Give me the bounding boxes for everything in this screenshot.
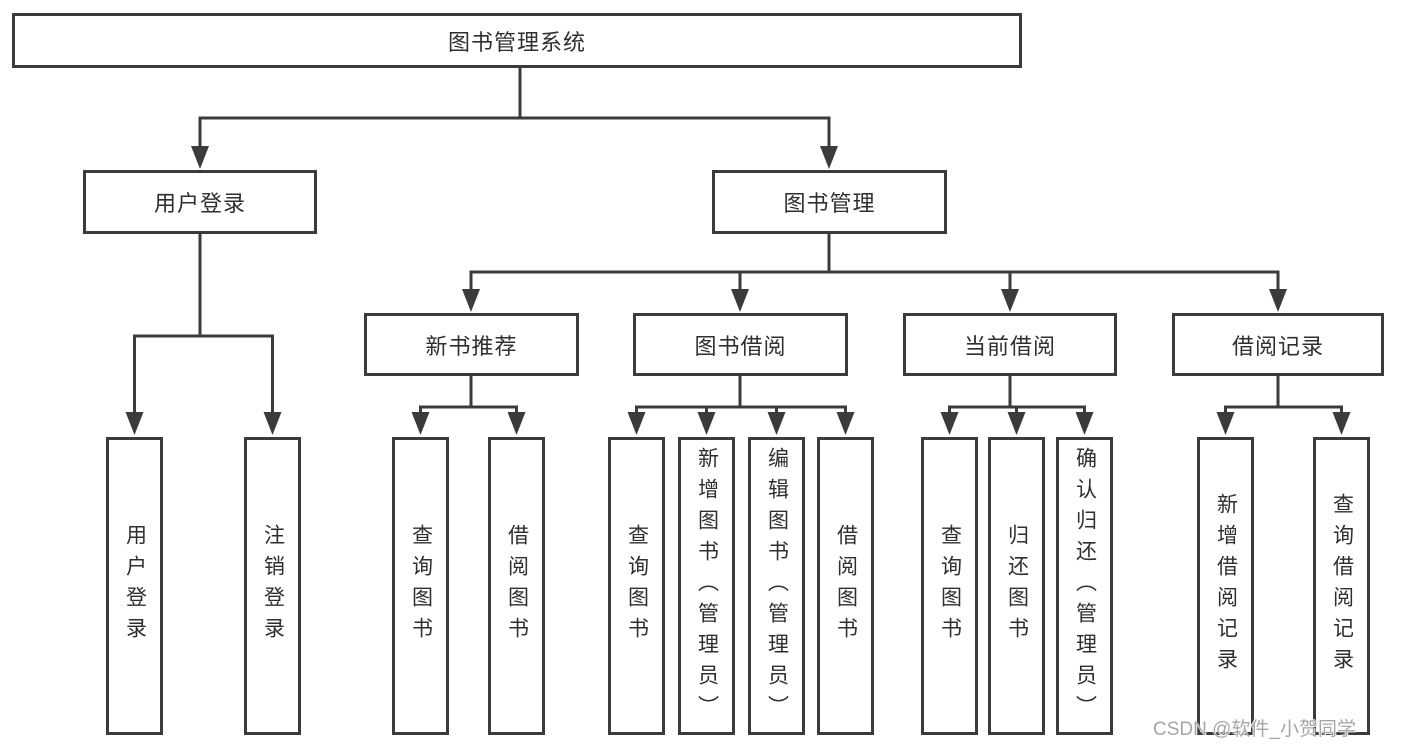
leaf-query-books-current-label: 查询图书: [938, 524, 962, 648]
node-library-system-label: 图书管理系统: [447, 29, 586, 55]
leaf-return-books-label: 归还图书: [1005, 524, 1029, 648]
leaf-user-login-label: 用户登录: [123, 524, 147, 648]
leaf-add-borrow-record-label: 新增借阅记录: [1214, 493, 1238, 679]
node-book-management: 图书管理: [712, 170, 947, 234]
leaf-return-books: 归还图书: [988, 437, 1045, 735]
leaf-add-book-admin: 新增图书（管理员）: [678, 437, 735, 735]
node-book-management-label: 图书管理: [783, 191, 876, 216]
node-book-borrowing-label: 图书借阅: [694, 333, 787, 359]
leaf-logout-label: 注销登录: [261, 524, 285, 648]
leaf-user-login: 用户登录: [106, 437, 163, 735]
node-user-login-label: 用户登录: [153, 191, 246, 216]
node-user-login: 用户登录: [83, 170, 317, 234]
leaf-edit-book-admin: 编辑图书（管理员）: [748, 437, 805, 735]
leaf-query-books-recommend-label: 查询图书: [409, 524, 433, 648]
node-borrowing-records: 借阅记录: [1172, 313, 1384, 376]
node-book-borrowing: 图书借阅: [633, 313, 848, 376]
leaf-logout: 注销登录: [244, 437, 301, 735]
leaf-query-books-borrow-label: 查询图书: [625, 524, 649, 648]
leaf-borrow-books-label: 借阅图书: [834, 524, 858, 648]
leaf-edit-book-admin-label: 编辑图书（管理员）: [765, 446, 789, 726]
node-current-borrowing-label: 当前借阅: [963, 333, 1056, 359]
leaf-add-borrow-record: 新增借阅记录: [1197, 437, 1254, 735]
leaf-query-borrow-record-label: 查询借阅记录: [1330, 493, 1354, 679]
leaf-confirm-return-admin-label: 确认归还（管理员）: [1073, 446, 1097, 726]
leaf-query-books-borrow: 查询图书: [608, 437, 665, 735]
leaf-query-books-recommend: 查询图书: [392, 437, 449, 735]
node-new-book-recommendation-label: 新书推荐: [425, 333, 518, 359]
leaf-borrow-books-recommend-label: 借阅图书: [505, 524, 529, 648]
leaf-confirm-return-admin: 确认归还（管理员）: [1056, 437, 1113, 735]
node-new-book-recommendation: 新书推荐: [364, 313, 579, 376]
leaf-borrow-books: 借阅图书: [817, 437, 874, 735]
leaf-query-books-current: 查询图书: [921, 437, 978, 735]
leaf-query-borrow-record: 查询借阅记录: [1313, 437, 1370, 735]
node-library-system: 图书管理系统: [12, 13, 1022, 68]
node-current-borrowing: 当前借阅: [903, 313, 1117, 376]
node-borrowing-records-label: 借阅记录: [1231, 333, 1324, 359]
leaf-add-book-admin-label: 新增图书（管理员）: [695, 446, 719, 726]
watermark: CSDN @软件_小贺同学: [1153, 719, 1356, 740]
leaf-borrow-books-recommend: 借阅图书: [488, 437, 545, 735]
